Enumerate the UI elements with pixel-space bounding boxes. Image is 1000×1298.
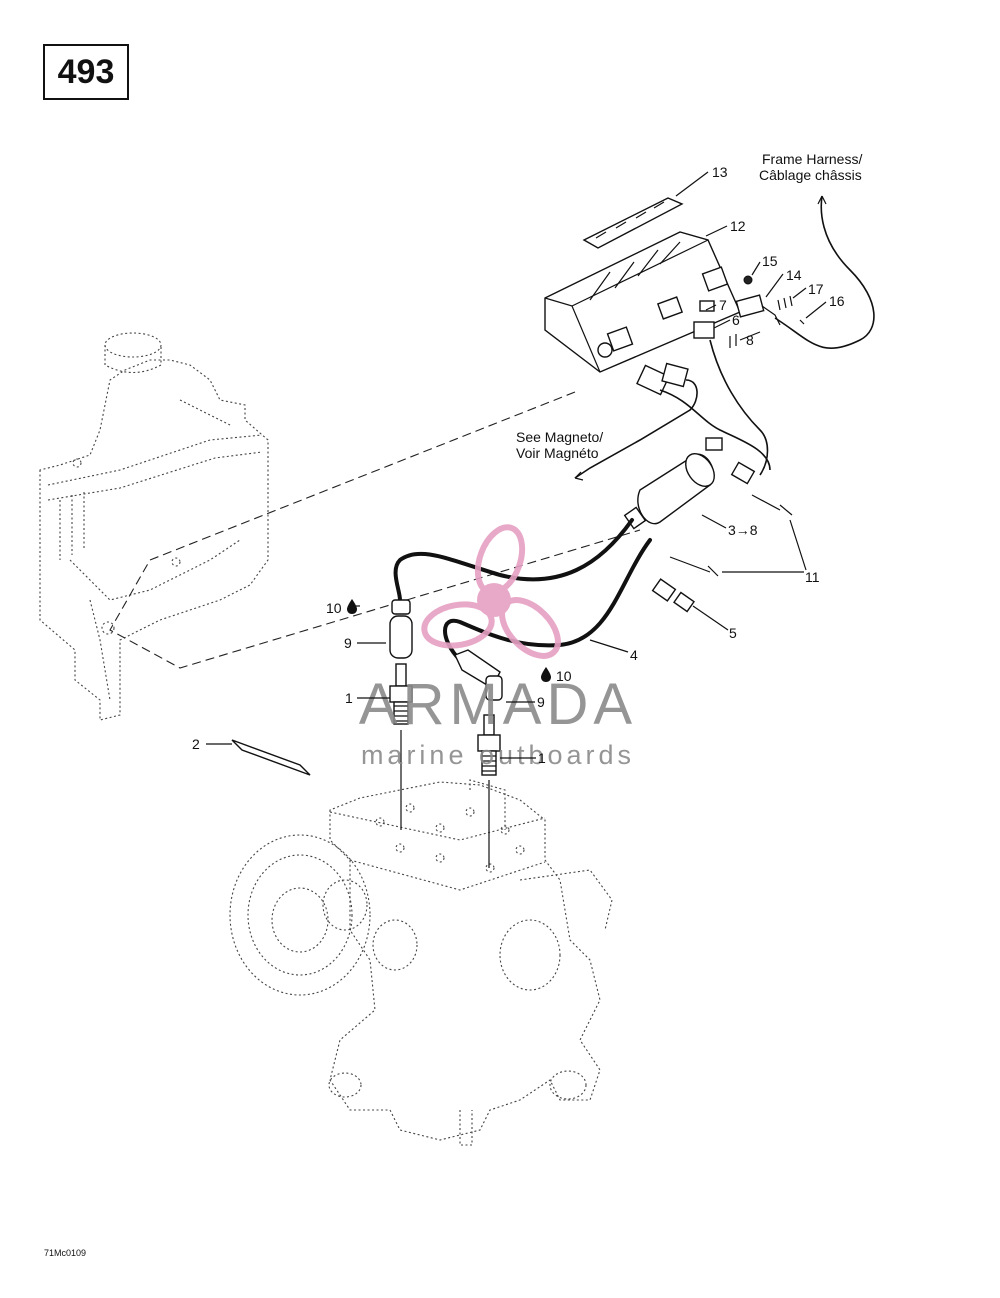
frame-harness-note-line1: Frame Harness/	[762, 151, 862, 167]
oil-tank-drawing	[39, 332, 269, 721]
dashed-relation-outline	[109, 391, 641, 669]
callout-1-left: 1	[345, 690, 353, 706]
spark-plug-wire-upper	[393, 518, 634, 602]
callout-6: 6	[732, 312, 740, 328]
propeller-logo-icon	[421, 524, 561, 659]
frame-harness-arrow	[817, 195, 827, 205]
oil-drop-icon	[541, 667, 551, 682]
frame-harness-note-line2: Câblage châssis	[759, 167, 862, 183]
callout-12: 12	[730, 218, 746, 234]
spark-plug-cap-right	[454, 649, 503, 701]
callout-2: 2	[192, 736, 200, 752]
coil-screw-lower	[669, 556, 719, 577]
callout-4: 4	[630, 647, 638, 663]
spark-plug-cap-left	[389, 599, 413, 659]
engine-drawing	[229, 779, 613, 1146]
page-number-box: 493	[43, 44, 129, 100]
spark-plug-wire-lower	[443, 538, 652, 662]
armada-watermark: ARMADA marine outboards	[359, 524, 637, 770]
spark-plug-right	[477, 714, 501, 776]
magneto-harness	[574, 339, 771, 485]
ignition-coil	[623, 453, 715, 530]
callout-13: 13	[712, 164, 728, 180]
callout-3-to-8: 3→8	[728, 522, 758, 538]
spark-plug-gap-tool	[231, 739, 311, 776]
frame-harness-wire	[774, 195, 875, 350]
watermark-brand: ARMADA	[359, 672, 637, 737]
callout-11: 11	[805, 569, 820, 585]
harness-connectors	[693, 275, 805, 348]
callout-10-right: 10	[556, 668, 572, 684]
module-decal	[582, 197, 684, 249]
callout-1-right: 1	[538, 750, 546, 766]
callout-17: 17	[808, 281, 824, 297]
callout-15: 15	[762, 253, 778, 269]
callout-10-left: 10	[326, 600, 342, 616]
callout-7: 7	[719, 297, 727, 313]
spark-plug-left	[389, 663, 413, 725]
figure-reference-code: 71Mc0109	[44, 1248, 86, 1258]
magneto-note-line2: Voir Magnéto	[516, 445, 599, 461]
callout-9-left: 9	[344, 635, 352, 651]
page-number: 493	[57, 52, 115, 91]
callout-leaders	[206, 171, 827, 759]
sensor-part	[651, 578, 695, 613]
mpem-module	[544, 231, 741, 373]
watermark-tagline: marine outboards	[361, 740, 635, 770]
callout-16: 16	[829, 293, 845, 309]
coil-screw	[751, 494, 793, 516]
callout-14: 14	[786, 267, 802, 283]
oil-drop-icon	[347, 599, 357, 614]
callout-8: 8	[746, 332, 754, 348]
callout-9-right: 9	[537, 694, 545, 710]
magneto-note-line1: See Magneto/	[516, 429, 603, 445]
callout-5: 5	[729, 625, 737, 641]
